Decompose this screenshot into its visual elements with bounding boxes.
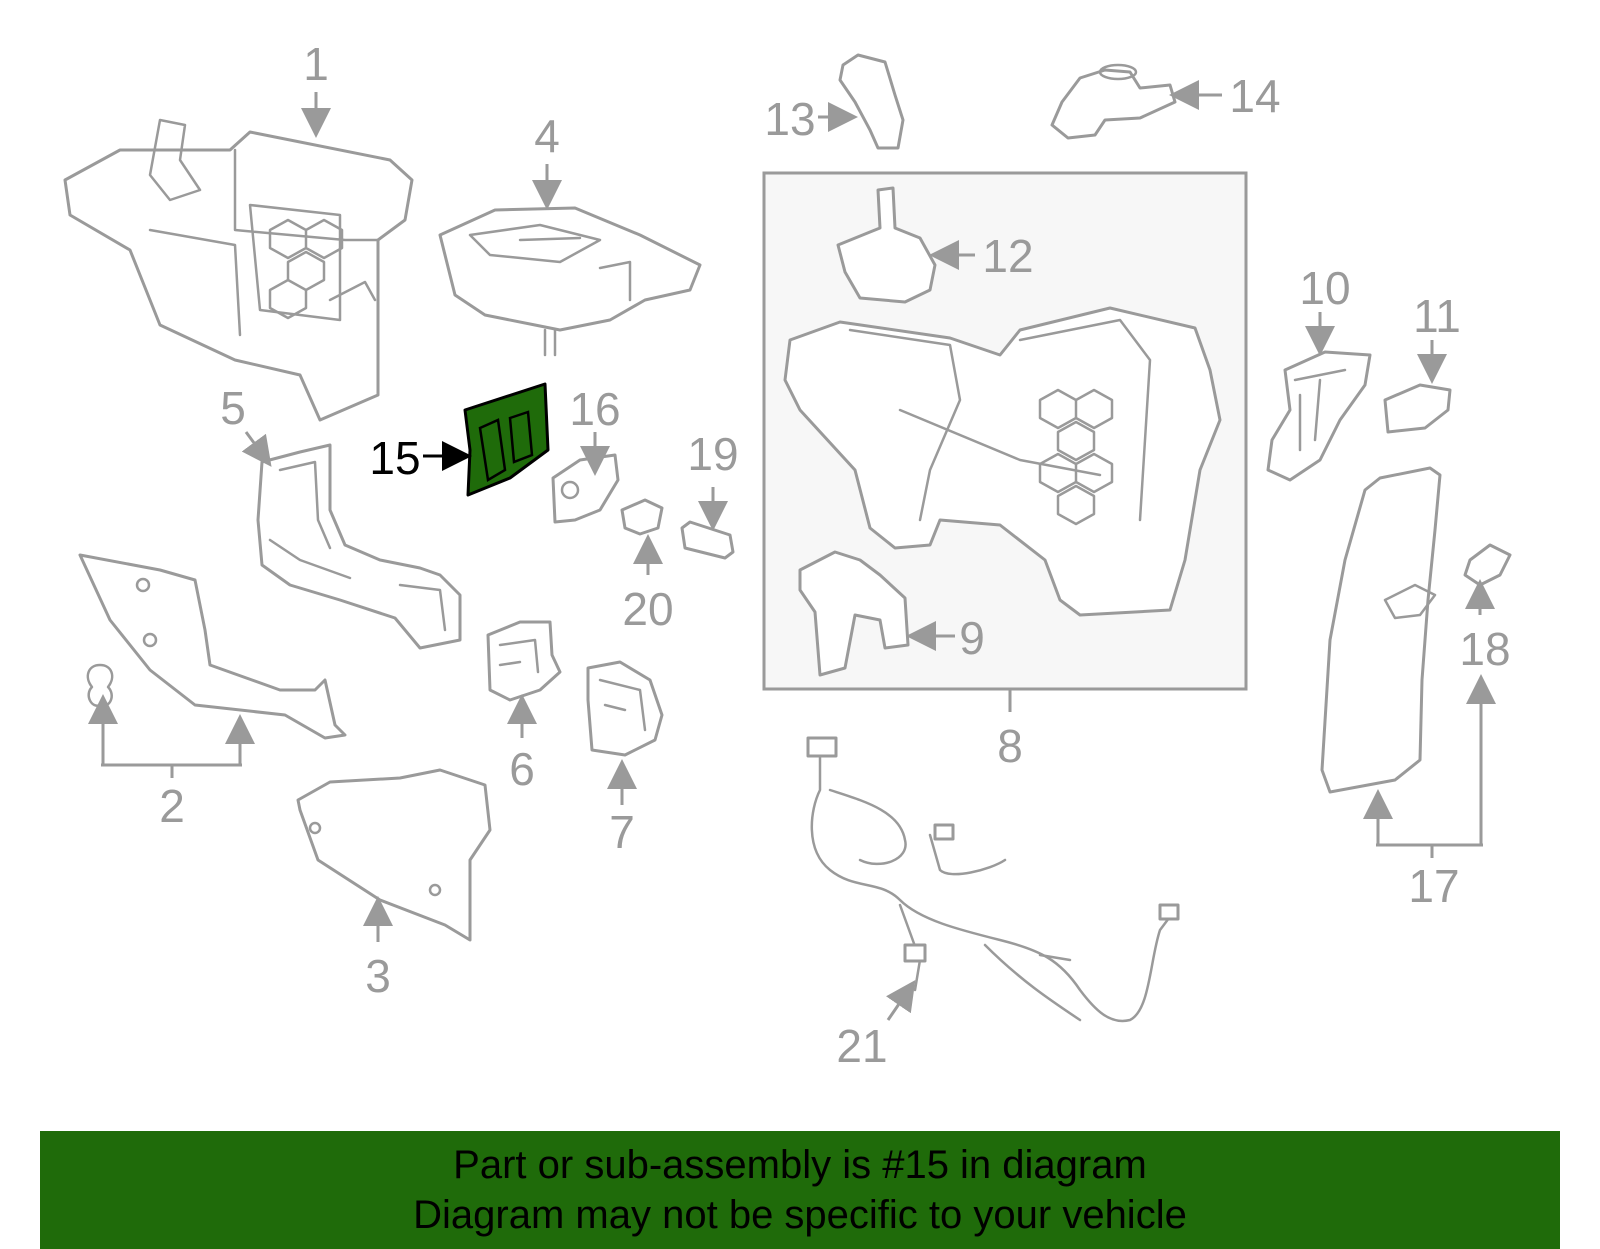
svg-text:4: 4 xyxy=(534,110,560,162)
svg-text:20: 20 xyxy=(622,583,673,635)
part-10-bracket xyxy=(1266,350,1372,482)
part-2-trim-panel xyxy=(78,553,347,740)
svg-text:19: 19 xyxy=(687,428,738,480)
part-15-highlighted xyxy=(463,382,550,497)
svg-text:12: 12 xyxy=(982,230,1033,282)
callout-13: 13 xyxy=(764,93,858,145)
part-17-side-panel xyxy=(1320,466,1442,794)
callout-16: 16 xyxy=(569,383,621,476)
part-8-assembly-box xyxy=(762,171,1248,691)
callout-15: 15 xyxy=(369,432,472,484)
part-16-plate xyxy=(551,453,620,524)
part-7-bracket xyxy=(586,660,664,757)
svg-text:18: 18 xyxy=(1459,623,1510,675)
svg-text:14: 14 xyxy=(1229,70,1280,122)
part-21-wiring-harness xyxy=(806,736,1180,1023)
svg-text:13: 13 xyxy=(764,93,815,145)
svg-text:6: 6 xyxy=(509,743,535,795)
callout-21: 21 xyxy=(836,980,916,1072)
part-11-clip xyxy=(1383,383,1452,434)
part-4-storage-tray xyxy=(438,206,702,357)
callout-9: 9 xyxy=(906,612,985,664)
callout-19: 19 xyxy=(687,428,739,531)
callout-11: 11 xyxy=(1413,290,1461,384)
callout-17: 17 xyxy=(1363,674,1496,912)
part-19-lens xyxy=(680,520,735,560)
svg-text:10: 10 xyxy=(1299,262,1350,314)
svg-text:17: 17 xyxy=(1408,860,1459,912)
banner-line-2: Diagram may not be specific to your vehi… xyxy=(413,1193,1187,1237)
callout-18: 18 xyxy=(1459,579,1511,675)
part-14-bracket xyxy=(1050,63,1177,140)
callout-14: 14 xyxy=(1169,70,1281,122)
callout-3: 3 xyxy=(363,896,393,1002)
svg-text:8: 8 xyxy=(997,720,1023,772)
svg-text:7: 7 xyxy=(609,806,635,858)
svg-text:1: 1 xyxy=(303,38,329,90)
svg-text:9: 9 xyxy=(959,612,985,664)
callout-1: 1 xyxy=(301,38,331,138)
svg-text:21: 21 xyxy=(836,1020,887,1072)
part-6-bracket xyxy=(486,620,562,702)
svg-text:16: 16 xyxy=(569,383,620,435)
banner-line-1: Part or sub-assembly is #15 in diagram xyxy=(453,1143,1147,1187)
svg-text:2: 2 xyxy=(159,780,185,832)
callout-20: 20 xyxy=(622,534,674,635)
callout-7: 7 xyxy=(607,759,637,858)
callout-5: 5 xyxy=(220,382,272,467)
part-13-shift-knob xyxy=(838,53,905,150)
part-18-clip xyxy=(1463,543,1512,587)
callout-4: 4 xyxy=(532,110,562,210)
callout-6: 6 xyxy=(507,694,537,795)
callout-8: 8 xyxy=(997,689,1023,772)
svg-text:3: 3 xyxy=(365,950,391,1002)
callout-12: 12 xyxy=(929,230,1034,282)
part-1-console-upper xyxy=(63,118,414,422)
svg-text:5: 5 xyxy=(220,382,246,434)
callout-10: 10 xyxy=(1299,262,1351,356)
svg-text:15: 15 xyxy=(369,432,420,484)
info-banner: Part or sub-assembly is #15 in diagram D… xyxy=(40,1131,1560,1249)
part-5-bracket xyxy=(256,443,462,650)
part-20-clip xyxy=(620,498,664,536)
svg-text:11: 11 xyxy=(1413,290,1461,342)
callout-2: 2 xyxy=(88,694,255,832)
part-3-lower-panel xyxy=(296,768,492,942)
